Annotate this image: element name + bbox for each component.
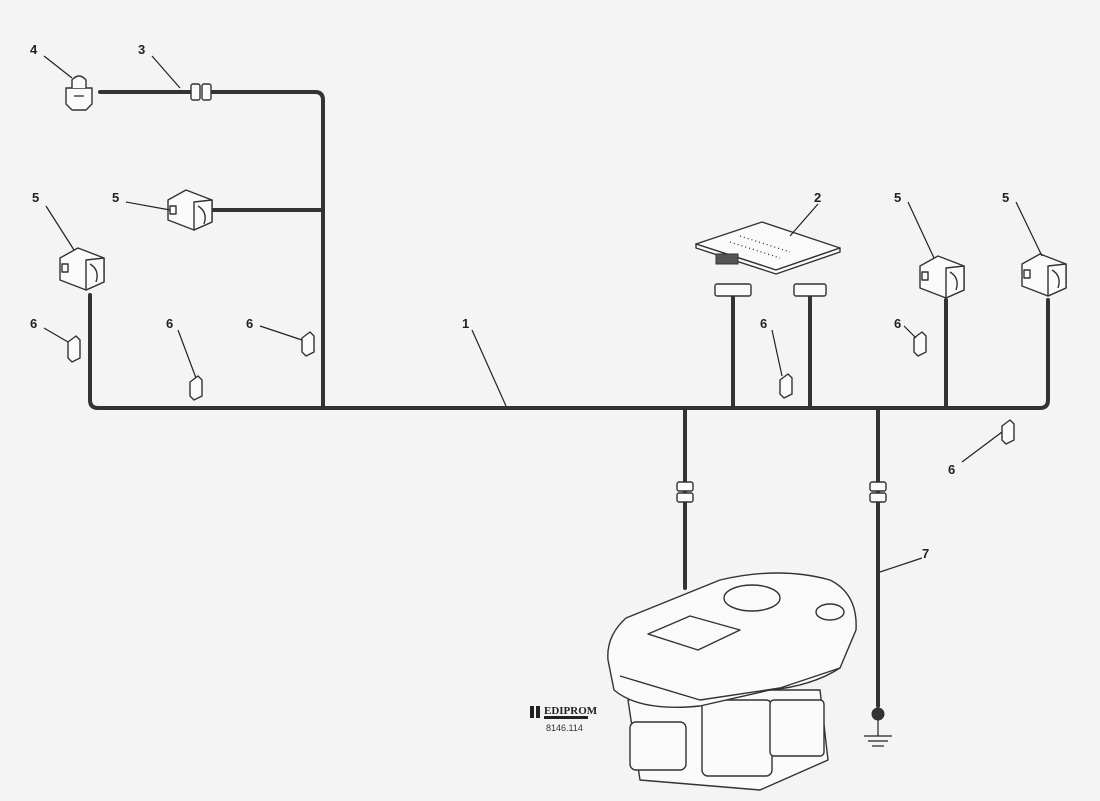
ground-terminal: [864, 707, 892, 747]
callout-labels: 4 3 5 5 5 5 2 6 6 6 6 6 6 1 7: [30, 42, 1009, 561]
callout-1: 1: [462, 316, 469, 331]
ediprom-logo: EDIPROM 8146.114: [530, 705, 598, 733]
switch-part-5a: [59, 247, 105, 291]
engine-assembly: [607, 572, 857, 791]
drawing-code: 8146.114: [546, 723, 583, 733]
callout-6-f: 6: [948, 462, 955, 477]
clip-part-6d: [779, 373, 793, 399]
callout-6-b: 6: [166, 316, 173, 331]
switch-part-5d: [1021, 253, 1067, 297]
keypad-part-2: [695, 221, 841, 275]
inline-connector-top: [190, 83, 212, 101]
switch-part-5c: [919, 255, 965, 299]
clip-part-6f: [1001, 419, 1015, 445]
callout-7: 7: [922, 546, 929, 561]
callout-6-c: 6: [246, 316, 253, 331]
callout-6-e: 6: [894, 316, 901, 331]
callout-leaders: [43, 55, 1043, 573]
keypad-connectors: [714, 283, 827, 297]
callout-3: 3: [138, 42, 145, 57]
clip-part-6a: [67, 335, 81, 363]
callout-5-switch: 5: [112, 190, 119, 205]
callout-6-a: 6: [30, 316, 37, 331]
sensor-part-4: [65, 75, 93, 111]
callout-5-left: 5: [32, 190, 39, 205]
inline-connector-ground: [869, 481, 887, 503]
callout-2: 2: [814, 190, 821, 205]
inline-connector-engine: [676, 481, 694, 503]
callout-5-right-b: 5: [1002, 190, 1009, 205]
clip-part-6c: [301, 331, 315, 357]
clip-part-6e: [913, 331, 927, 357]
clip-part-6b: [189, 375, 203, 401]
callout-4: 4: [30, 42, 38, 57]
callout-5-right-a: 5: [894, 190, 901, 205]
callout-6-d: 6: [760, 316, 767, 331]
main-harness: [88, 90, 1050, 708]
switch-part-5b: [167, 189, 213, 231]
logo-name: EDIPROM: [544, 705, 598, 717]
